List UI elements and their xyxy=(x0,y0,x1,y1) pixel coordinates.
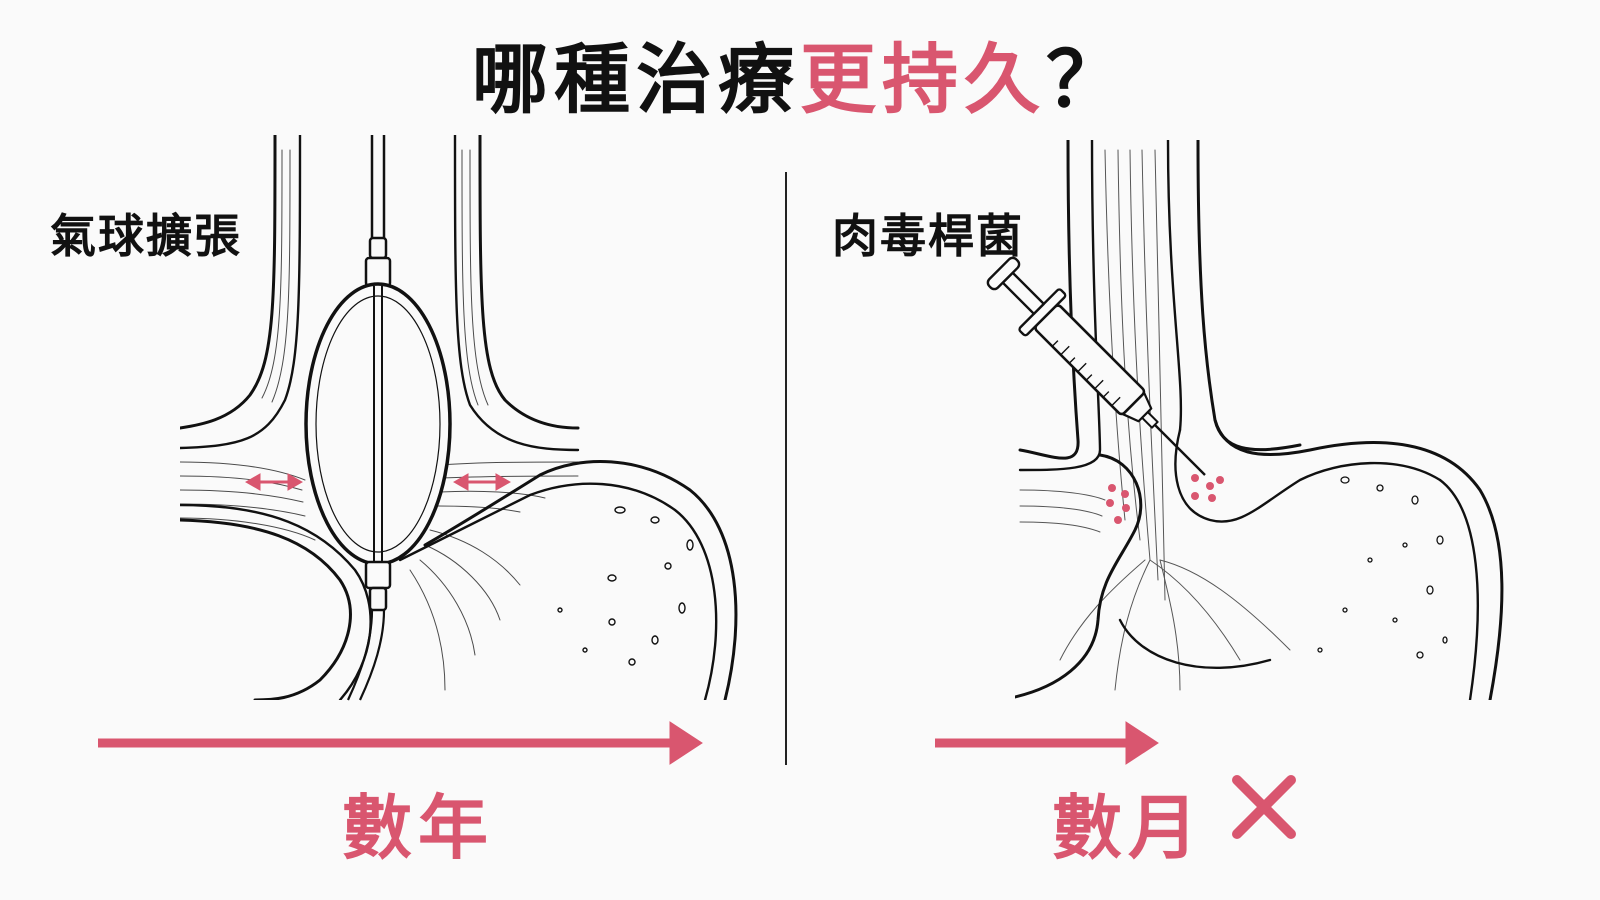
syringe-icon xyxy=(986,256,1206,476)
double-arrow-icon xyxy=(244,473,304,491)
title-main: 哪種治療 xyxy=(472,35,800,124)
right-esophagus-stomach xyxy=(1015,140,1504,700)
left-esophagus-stomach xyxy=(180,135,738,700)
title-accent: 更持久 xyxy=(800,35,1046,124)
left-panel-label: 氣球擴張 xyxy=(50,209,242,263)
cross-icon xyxy=(1232,775,1296,839)
injection-dots xyxy=(1106,474,1224,524)
right-panel-label: 肉毒桿菌 xyxy=(832,209,1024,263)
double-arrow-icon xyxy=(452,473,512,491)
page-title: 哪種治療更持久？ xyxy=(0,18,1600,128)
right-duration-arrow xyxy=(935,721,1159,765)
right-result-text: 數月 xyxy=(1052,787,1204,869)
left-duration-arrow xyxy=(98,721,703,765)
balloon-catheter-icon xyxy=(304,135,452,701)
left-result-text: 數年 xyxy=(342,787,494,869)
title-end: ？ xyxy=(1046,35,1128,124)
